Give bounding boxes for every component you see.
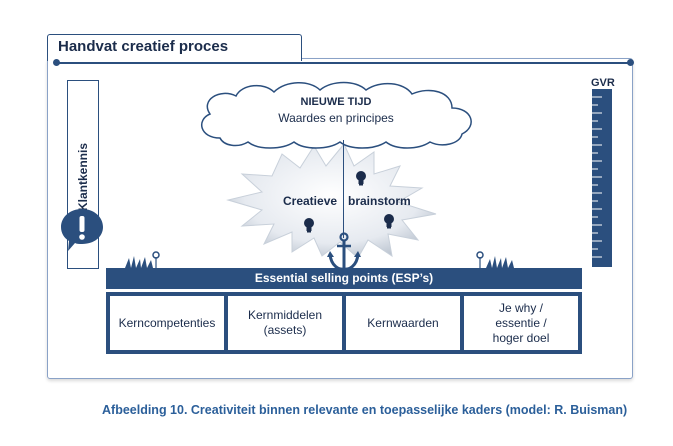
esp-label: Essential selling points (ESP’s)	[254, 271, 434, 285]
lightbulb-icon	[384, 214, 394, 229]
cloud-title: NIEUWE TIJD	[300, 96, 372, 108]
top-rule-dot-right	[627, 59, 634, 66]
box-why: Je why / essentie / hoger doel	[464, 296, 578, 350]
page-title: Handvat creatief proces	[58, 38, 229, 55]
title-tab: Handvat creatief proces	[47, 34, 302, 61]
box-core-competencies: Kerncompetenties	[110, 296, 224, 350]
foundation-boxes: Kerncompetenties Kernmiddelen (assets) K…	[106, 292, 582, 354]
esp-bar: Essential selling points (ESP’s)	[106, 268, 582, 289]
customer-knowledge-label: Klantkennis	[76, 142, 90, 212]
top-rule	[56, 62, 631, 64]
grass-flower-icon	[125, 251, 160, 268]
box-text: essentie /	[495, 315, 547, 330]
cloud-subtitle: Waardes en principes	[278, 111, 394, 125]
exclamation-bubble-icon	[61, 209, 103, 251]
box-text: Kerncompetenties	[118, 315, 216, 330]
box-text: Kernmiddelen	[247, 308, 323, 322]
box-core-values: Kernwaarden	[346, 296, 460, 350]
box-core-assets: Kernmiddelen (assets)	[228, 296, 342, 350]
gvr-ruler	[592, 89, 612, 267]
box-text: Je why /	[498, 300, 543, 315]
new-era-cloud	[200, 81, 472, 149]
grass-flower-icon	[476, 251, 514, 268]
top-rule-dot-left	[53, 59, 60, 66]
brainstorm-right-word: brainstorm	[348, 194, 411, 208]
box-text: Kernwaarden	[367, 315, 439, 330]
gvr-label: GVR	[591, 77, 615, 89]
box-text: (assets)	[263, 323, 307, 337]
lightbulb-icon	[356, 171, 366, 186]
brainstorm-left-word: Creatieve	[283, 194, 338, 208]
box-text: hoger doel	[492, 330, 550, 345]
anchor-line	[343, 140, 344, 238]
anchor-icon	[327, 232, 361, 271]
brainstorm-burst	[226, 143, 437, 259]
lightbulb-icon	[304, 218, 314, 233]
figure-caption: Afbeelding 10. Creativiteit binnen relev…	[102, 403, 628, 417]
